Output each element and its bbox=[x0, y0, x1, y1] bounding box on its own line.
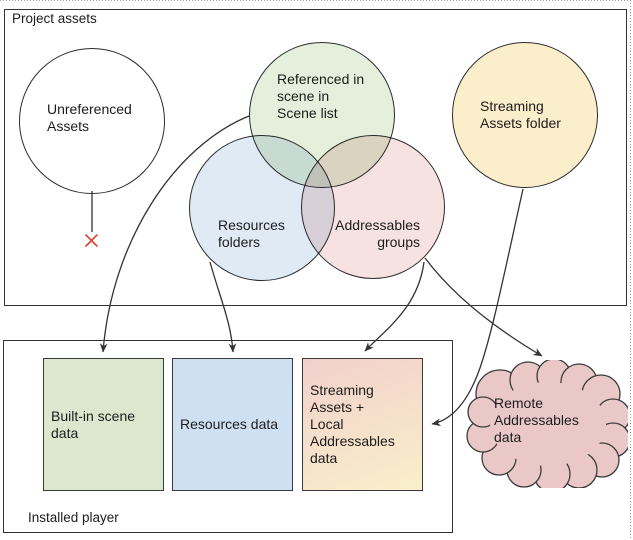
resources-data-label: Resources data bbox=[180, 416, 279, 432]
page-boundary-top bbox=[0, 0, 633, 1]
project-assets-label: Project assets bbox=[12, 11, 97, 26]
resources-folders-label: Resources folders bbox=[218, 217, 285, 250]
box-built-in-scene-data bbox=[43, 358, 164, 491]
addressables-groups-label: Addressables groups bbox=[335, 217, 420, 250]
installed-player-label: Installed player bbox=[28, 510, 119, 525]
remote-addressables-data-label: Remote Addressables data bbox=[494, 395, 579, 445]
circle-streaming-assets-folder bbox=[452, 42, 598, 188]
streaming-local-addressables-data-label: Streaming Assets + Local Addressables da… bbox=[310, 382, 395, 466]
circle-addressables-groups bbox=[301, 135, 445, 279]
referenced-in-scene-list-label: Referenced in scene in Scene list bbox=[277, 71, 365, 121]
box-resources-data bbox=[172, 358, 293, 491]
unreferenced-assets-label: Unreferenced Assets bbox=[47, 101, 132, 134]
box-streaming-local-addressables-data bbox=[302, 358, 423, 491]
container-project-assets bbox=[4, 9, 627, 306]
streaming-assets-folder-label: Streaming Assets folder bbox=[480, 98, 561, 131]
built-in-scene-data-label: Built-in scene data bbox=[51, 408, 136, 441]
page-boundary-right bbox=[630, 0, 631, 540]
